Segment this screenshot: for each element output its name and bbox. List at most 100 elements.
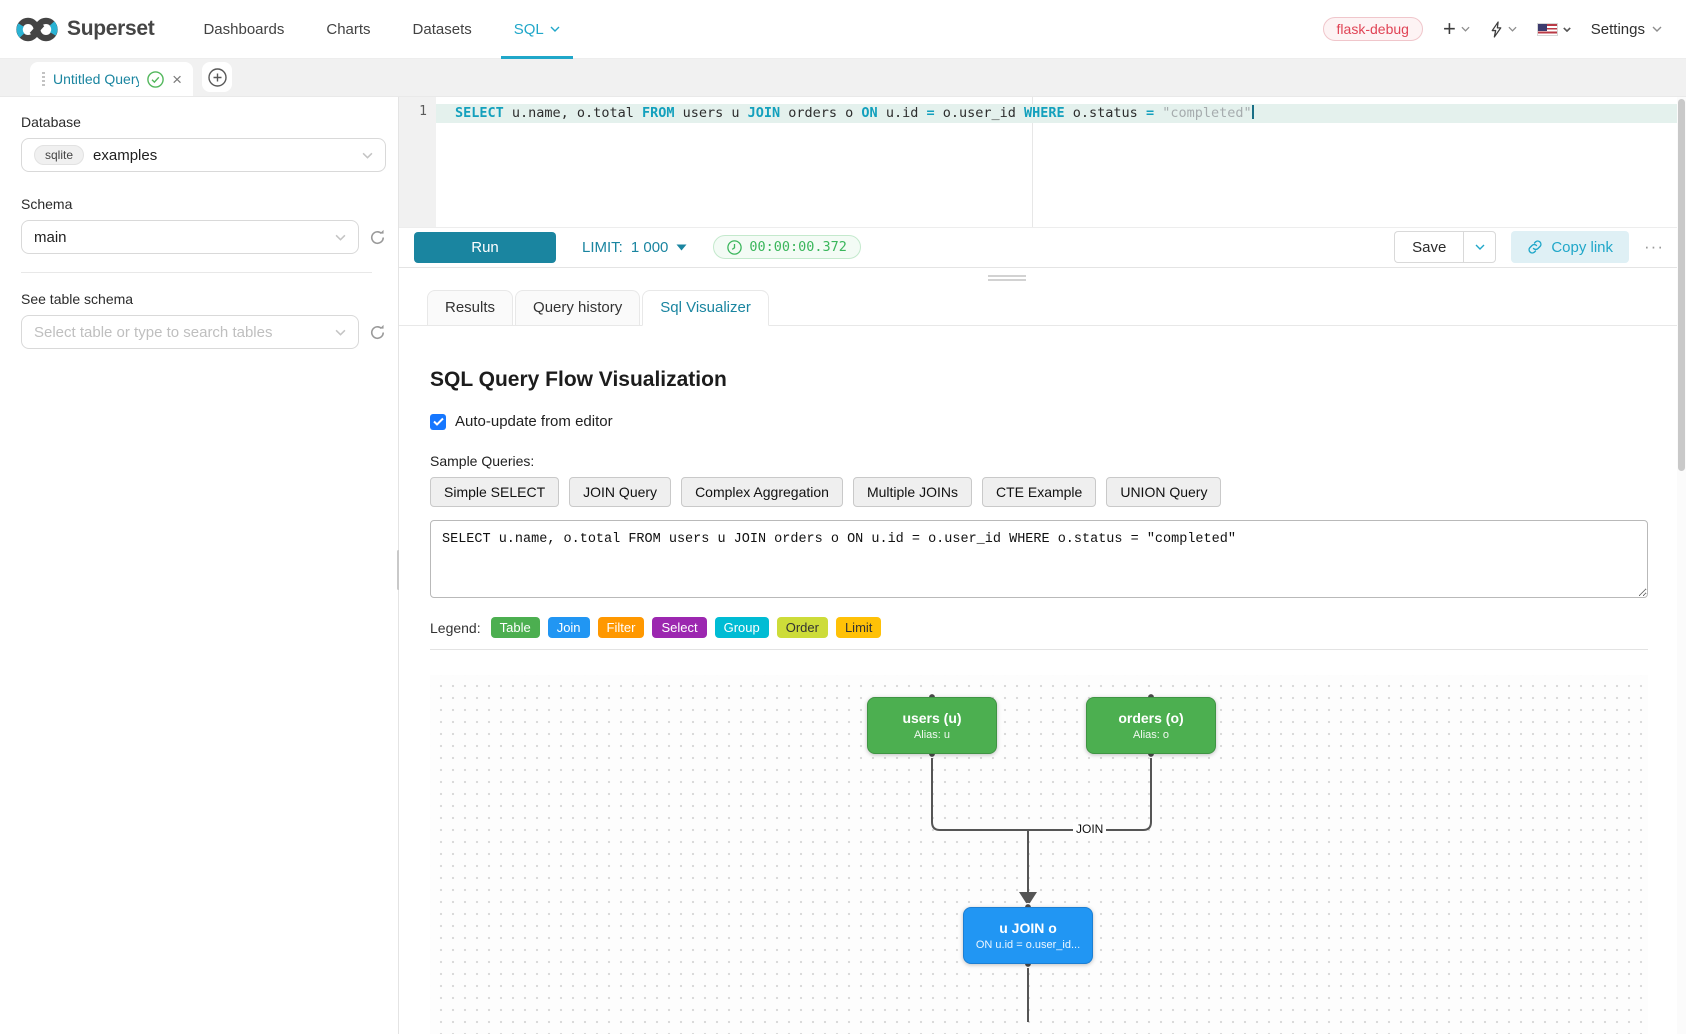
flow-diagram-canvas[interactable]: users (u) Alias: u orders (o) Alias: o u… bbox=[430, 675, 1648, 1034]
limit-label: LIMIT: bbox=[582, 238, 623, 256]
text-cursor bbox=[1251, 105, 1254, 119]
sidebar-divider bbox=[21, 272, 372, 273]
plus-circle-icon bbox=[207, 67, 227, 87]
us-flag-icon bbox=[1536, 22, 1558, 36]
legend-badge: Filter bbox=[597, 617, 645, 638]
query-tab-active[interactable]: Untitled Query 1 × bbox=[30, 62, 193, 96]
table-search-select[interactable]: Select table or type to search tables bbox=[21, 315, 359, 349]
sample-query-button[interactable]: CTE Example bbox=[981, 477, 1097, 507]
chevron-down-icon bbox=[335, 234, 346, 241]
editor-toolbar: Run LIMIT: 1 000 00:00:00.372 Save bbox=[399, 226, 1686, 268]
node-title: orders (o) bbox=[1118, 710, 1184, 726]
tab-sql-visualizer[interactable]: Sql Visualizer bbox=[642, 290, 769, 326]
navbar: Superset Dashboards Charts Datasets SQL … bbox=[0, 0, 1686, 59]
superset-logo[interactable]: Superset bbox=[16, 0, 155, 58]
language-picker[interactable] bbox=[1536, 22, 1571, 36]
add-query-tab-button[interactable] bbox=[202, 62, 232, 92]
node-subtitle: Alias: o bbox=[1132, 729, 1170, 741]
legend-badge: Join bbox=[547, 617, 590, 638]
query-tab-title: Untitled Query 1 bbox=[53, 71, 140, 87]
sample-queries-label: Sample Queries: bbox=[430, 453, 535, 469]
clock-icon bbox=[727, 240, 743, 255]
node-title: u JOIN o bbox=[999, 920, 1057, 936]
legend-label: Legend: bbox=[430, 619, 481, 636]
caret-down-filled-icon bbox=[676, 244, 687, 251]
panel-divider bbox=[430, 649, 1648, 650]
nav-sql-label: SQL bbox=[513, 20, 544, 38]
legend-badge: Limit bbox=[835, 617, 882, 638]
query-tab-bar: Untitled Query 1 × bbox=[0, 59, 1686, 97]
new-item-button[interactable]: + bbox=[1443, 18, 1470, 40]
navbar-right: flask-debug + Settings bbox=[1322, 0, 1662, 58]
query-text-input[interactable]: SELECT u.name, o.total FROM users u JOIN… bbox=[430, 520, 1648, 598]
drag-handle-icon[interactable] bbox=[42, 72, 45, 86]
close-icon[interactable]: × bbox=[172, 69, 182, 89]
database-engine-tag: sqlite bbox=[34, 145, 85, 165]
schema-label: Schema bbox=[21, 196, 73, 212]
sample-query-buttons: Simple SELECT JOIN Query Complex Aggregati… bbox=[430, 477, 1686, 507]
refresh-schemas-button[interactable] bbox=[369, 229, 386, 246]
limit-dropdown[interactable]: LIMIT: 1 000 bbox=[582, 239, 687, 256]
sql-editor[interactable]: 1 SELECT u.name, o.total FROM users u JO… bbox=[399, 97, 1686, 227]
legend-badge: Table bbox=[490, 617, 540, 638]
nav-sql[interactable]: SQL bbox=[493, 0, 581, 59]
refresh-icon bbox=[370, 229, 385, 244]
more-options-button[interactable]: ··· bbox=[1644, 237, 1664, 257]
plus-icon: + bbox=[1442, 16, 1456, 41]
save-button[interactable]: Save bbox=[1394, 231, 1464, 264]
caret-down-icon bbox=[1652, 26, 1662, 32]
auto-update-label: Auto-update from editor bbox=[455, 413, 613, 430]
caret-down-icon bbox=[1563, 26, 1571, 32]
node-subtitle: Alias: u bbox=[913, 729, 951, 741]
nav-datasets[interactable]: Datasets bbox=[412, 20, 472, 38]
caret-down-icon bbox=[550, 26, 560, 32]
tab-results[interactable]: Results bbox=[427, 290, 514, 326]
limit-value: 1 000 bbox=[630, 238, 669, 256]
legend-badge: Group bbox=[714, 617, 769, 638]
superset-logo-icon bbox=[16, 17, 58, 41]
flow-node-users[interactable]: users (u) Alias: u bbox=[867, 697, 997, 754]
results-pane: Results Query history Sql Visualizer SQL… bbox=[399, 268, 1686, 1034]
nav-charts[interactable]: Charts bbox=[326, 20, 371, 38]
flow-node-join[interactable]: u JOIN o ON u.id = o.user_id... bbox=[963, 907, 1093, 964]
nav-dashboards[interactable]: Dashboards bbox=[203, 20, 285, 38]
visualizer-panel: SQL Query Flow Visualization Auto-update… bbox=[399, 326, 1686, 1034]
sql-statement: SELECT u.name, o.total FROM users u JOIN… bbox=[455, 105, 1252, 121]
save-options-button[interactable] bbox=[1463, 231, 1497, 264]
sample-query-button[interactable]: JOIN Query bbox=[569, 477, 672, 507]
scrollbar-thumb[interactable] bbox=[1678, 99, 1685, 471]
sqllab-sidebar: Database sqlite examples Schema main See bbox=[0, 97, 400, 1034]
check-circle-icon bbox=[147, 70, 164, 88]
table-schema-label: See table schema bbox=[21, 291, 134, 307]
pane-split-drag-handle[interactable] bbox=[988, 275, 1026, 283]
check-icon bbox=[432, 417, 444, 426]
sqllab-workpane: 1 SELECT u.name, o.total FROM users u JO… bbox=[399, 97, 1686, 1034]
flow-node-orders[interactable]: orders (o) Alias: o bbox=[1086, 697, 1216, 754]
auto-update-checkbox[interactable] bbox=[430, 413, 446, 430]
query-search-button[interactable] bbox=[1490, 20, 1517, 38]
settings-menu[interactable]: Settings bbox=[1591, 21, 1662, 38]
sample-query-button[interactable]: Simple SELECT bbox=[430, 477, 560, 507]
database-label: Database bbox=[21, 114, 81, 130]
sample-query-button[interactable]: Complex Aggregation bbox=[681, 477, 843, 507]
editor-code-area[interactable]: SELECT u.name, o.total FROM users u JOIN… bbox=[436, 97, 1686, 227]
node-title: users (u) bbox=[902, 710, 962, 726]
copy-link-button[interactable]: Copy link bbox=[1511, 231, 1630, 264]
schema-select[interactable]: main bbox=[21, 220, 359, 254]
table-search-placeholder: Select table or type to search tables bbox=[34, 323, 273, 341]
timer-value: 00:00:00.372 bbox=[749, 239, 847, 256]
legend-badge: Select bbox=[652, 617, 707, 638]
sample-query-button[interactable]: Multiple JOINs bbox=[852, 477, 972, 507]
link-icon bbox=[1528, 240, 1542, 254]
database-select[interactable]: sqlite examples bbox=[21, 138, 386, 172]
brand-name: Superset bbox=[67, 17, 155, 40]
sidebar-resize-handle[interactable] bbox=[397, 550, 400, 590]
editor-active-line: SELECT u.name, o.total FROM users u JOIN… bbox=[436, 104, 1686, 123]
tab-query-history[interactable]: Query history bbox=[515, 290, 641, 326]
database-select-value: examples bbox=[93, 146, 158, 164]
run-button[interactable]: Run bbox=[414, 231, 556, 263]
refresh-tables-button[interactable] bbox=[369, 324, 386, 341]
caret-down-icon bbox=[1508, 26, 1517, 32]
sample-query-button[interactable]: UNION Query bbox=[1106, 477, 1222, 507]
